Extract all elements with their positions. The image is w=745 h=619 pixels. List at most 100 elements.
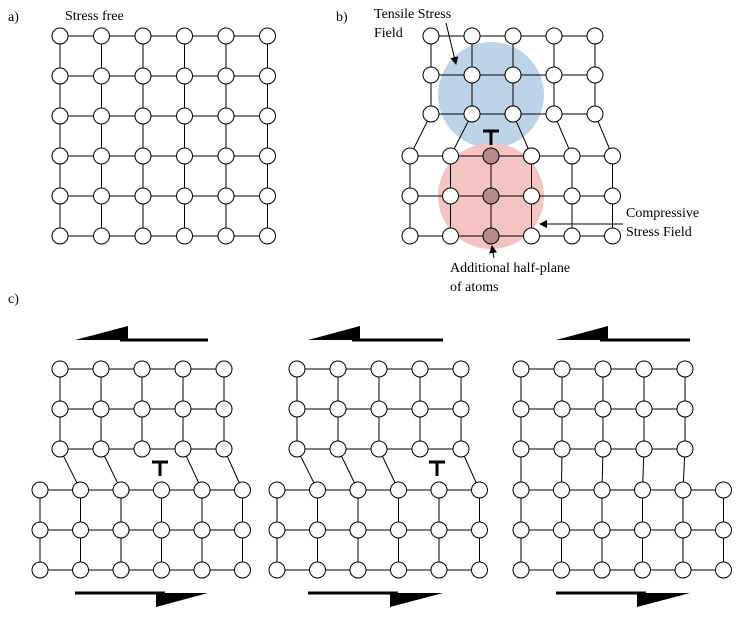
atom	[553, 400, 571, 418]
atom	[215, 440, 233, 458]
atom	[93, 147, 110, 165]
atom	[715, 481, 732, 499]
atom	[463, 66, 481, 84]
atom	[545, 66, 563, 84]
atom	[217, 107, 235, 125]
atom	[349, 561, 367, 579]
atom	[288, 400, 306, 418]
atom	[329, 440, 347, 458]
atom	[133, 360, 151, 378]
atom	[329, 400, 347, 418]
atom	[176, 27, 193, 45]
atom	[133, 440, 151, 458]
atom	[217, 67, 235, 85]
atom	[401, 187, 419, 205]
halfplane-label-line1: Additional half-plane	[450, 261, 570, 276]
compressive-label-line1: Compressive	[626, 206, 699, 221]
atom	[512, 360, 530, 378]
atom	[715, 561, 732, 579]
atom	[586, 105, 604, 123]
compressive-label-line2: Stress Field	[626, 225, 692, 240]
atom	[134, 147, 152, 165]
atom	[676, 360, 694, 378]
atom	[676, 440, 694, 458]
atom	[92, 400, 110, 418]
atom	[635, 440, 653, 458]
atom	[349, 521, 367, 539]
atom	[553, 561, 570, 579]
atom	[452, 400, 470, 418]
lattice-slip-step-2	[268, 360, 488, 579]
shear-arrow-top-2	[308, 326, 443, 342]
atom	[217, 227, 235, 245]
atom	[411, 360, 429, 378]
atom	[634, 481, 651, 499]
atom	[674, 561, 692, 579]
atom	[370, 360, 388, 378]
atom	[563, 187, 581, 205]
atom	[309, 561, 326, 579]
atom	[463, 27, 481, 45]
atom	[563, 227, 581, 245]
atom	[217, 27, 235, 45]
atom	[593, 561, 611, 579]
atom	[512, 561, 530, 579]
atom	[370, 400, 388, 418]
atom	[51, 360, 69, 378]
atom	[545, 27, 563, 45]
lattice-slip-step-3	[512, 360, 732, 579]
atom	[604, 187, 621, 205]
atom	[268, 521, 286, 539]
atom	[504, 105, 522, 123]
atom	[268, 561, 286, 579]
atom	[635, 360, 653, 378]
atom	[563, 147, 581, 165]
atom	[411, 440, 429, 458]
atom	[174, 400, 192, 418]
atom	[234, 481, 251, 499]
atom	[93, 187, 110, 205]
atom	[31, 521, 49, 539]
atom	[553, 481, 570, 499]
halfplane-pointer-arrow	[489, 245, 498, 259]
tensile-label-line1: Tensile Stress	[374, 7, 451, 22]
atom	[442, 227, 459, 245]
atom	[288, 360, 306, 378]
atom	[390, 561, 407, 579]
atom	[176, 227, 193, 245]
atom	[31, 481, 49, 499]
atom	[176, 187, 193, 205]
atom	[72, 561, 89, 579]
atom	[593, 521, 611, 539]
extra-half-plane-atom	[482, 227, 500, 245]
atom	[593, 481, 611, 499]
atom	[594, 400, 612, 418]
atom	[715, 521, 732, 539]
atom	[463, 105, 481, 123]
atom	[430, 521, 448, 539]
atom	[193, 561, 211, 579]
shear-arrow-top-3	[556, 326, 690, 342]
dislocation-symbol	[483, 129, 499, 145]
atom	[442, 147, 459, 165]
atom	[51, 67, 69, 85]
atom	[193, 521, 211, 539]
atom	[51, 187, 69, 205]
atom	[594, 440, 612, 458]
atom	[174, 360, 192, 378]
atom	[512, 521, 530, 539]
atom	[259, 227, 276, 245]
atom	[92, 360, 110, 378]
atom	[422, 27, 440, 45]
atom	[634, 561, 651, 579]
atom	[288, 440, 306, 458]
atom	[523, 187, 540, 205]
atom	[634, 521, 651, 539]
atom	[134, 27, 152, 45]
shear-arrow-bottom-2	[308, 591, 443, 607]
atom	[134, 107, 152, 125]
lattice-slip-step-1	[31, 360, 251, 579]
atom	[92, 440, 110, 458]
atom	[452, 440, 470, 458]
